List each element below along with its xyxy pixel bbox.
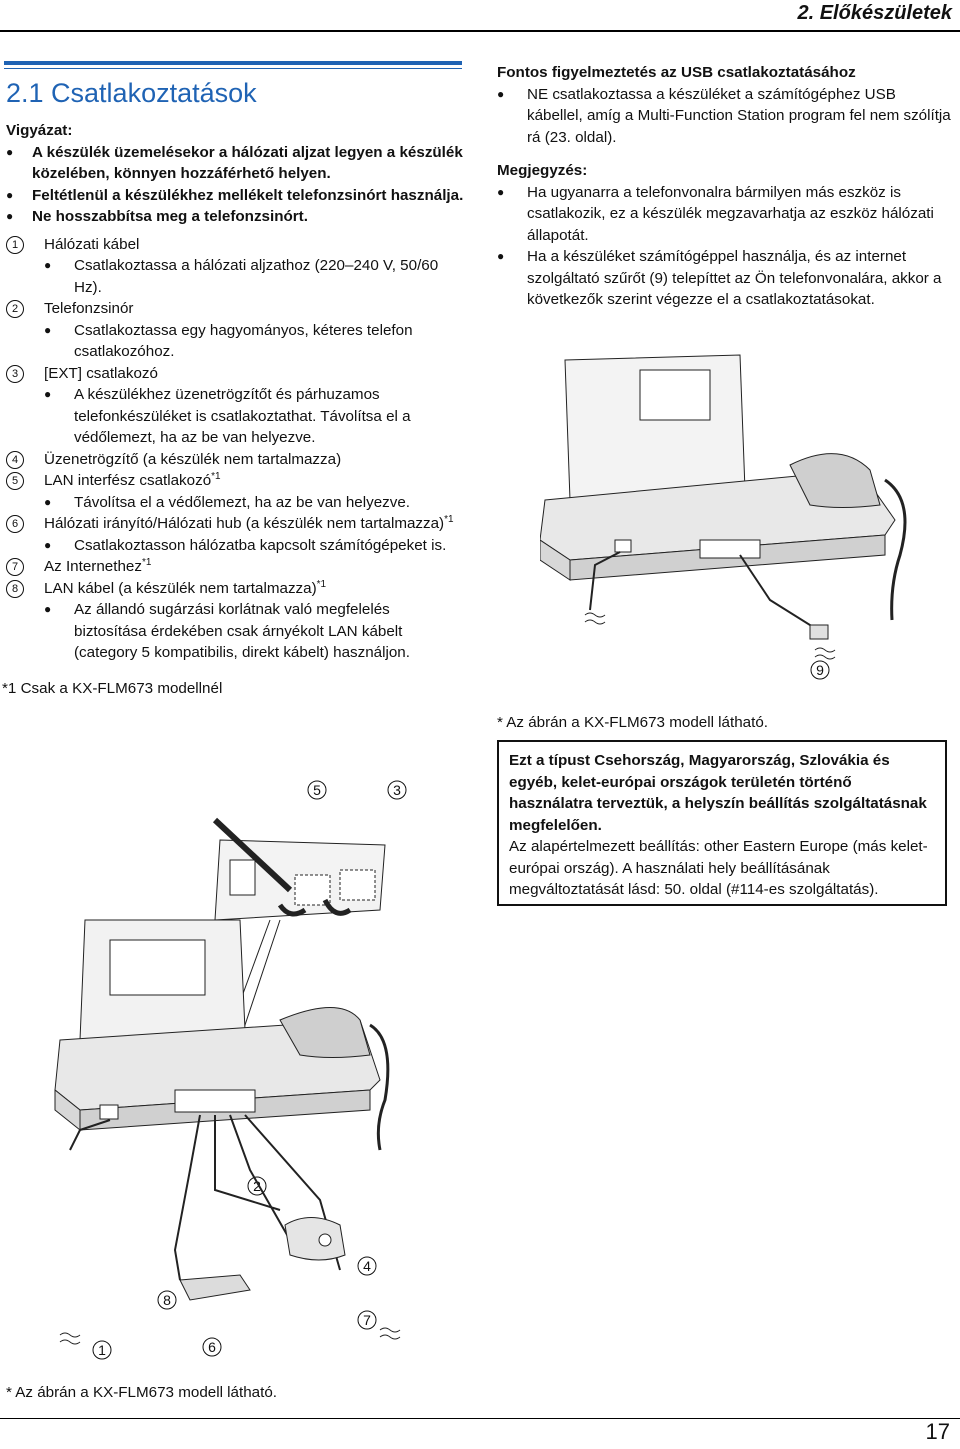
- section-title: 2. Előkészületek: [797, 2, 952, 24]
- callout-6: 6: [208, 1339, 216, 1355]
- region-notice-box: Ezt a típust Csehország, Magyarország, S…: [497, 740, 947, 906]
- right-text: Fontos figyelmeztetés az USB csatlakozta…: [497, 62, 952, 311]
- item-1-sub: Csatlakoztassa a hálózati aljzathoz (220…: [44, 255, 466, 298]
- callout-7: 7: [363, 1312, 371, 1328]
- caution-item: Ne hosszabbítsa meg a telefonzsinórt.: [6, 206, 466, 228]
- title-rule: [4, 61, 462, 65]
- note-label: Megjegyzés:: [497, 162, 588, 179]
- item-6-sub: Csatlakoztasson hálózatba kapcsolt számí…: [44, 535, 466, 557]
- fax-machine-right: [540, 354, 907, 621]
- footnote: *1 Csak a KX-FLM673 modellnél: [2, 679, 223, 697]
- title-rule-thin: [4, 68, 462, 69]
- notice-text: Az alapértelmezett beállítás: other East…: [509, 838, 928, 898]
- answering-machine: [284, 1217, 346, 1261]
- callout-8: 8: [163, 1292, 171, 1308]
- callout-2: 2: [253, 1178, 261, 1194]
- callout-9: 9: [816, 662, 824, 678]
- callout-1: 1: [98, 1342, 106, 1358]
- callout-3: 3: [393, 782, 401, 798]
- footer-rule: [0, 1418, 960, 1419]
- item-2-sub: Csatlakoztassa egy hagyományos, kéteres …: [44, 320, 466, 363]
- caution-item: Feltétlenül a készülékhez mellékelt tele…: [6, 185, 466, 207]
- header-rule: [0, 30, 960, 32]
- caution-item: A készülék üzemelésekor a hálózati aljza…: [6, 142, 466, 185]
- left-text: Vigyázat: A készülék üzemelésekor a háló…: [2, 120, 466, 699]
- zoom-inset: [212, 817, 386, 1071]
- router: [179, 1274, 251, 1301]
- notice-bold: Ezt a típust Csehország, Magyarország, S…: [509, 752, 927, 834]
- adsl-filter: [809, 624, 829, 640]
- connection-diagram-left: 5 3 2 4 8 7 6 1: [40, 770, 460, 1370]
- note-item: Ha ugyanarra a telefonvonalra bármilyen …: [497, 182, 952, 247]
- right-caption: * Az ábrán a KX-FLM673 modell látható.: [497, 714, 768, 731]
- left-caption: * Az ábrán a KX-FLM673 modell látható.: [6, 1384, 277, 1401]
- fax-machine: [54, 919, 390, 1151]
- item-3-sub: A készülékhez üzenetrögzítőt és párhuzam…: [44, 384, 466, 449]
- item-3: 3[EXT] csatlakozó: [6, 363, 466, 385]
- callout-4: 4: [363, 1258, 371, 1274]
- callout-5: 5: [313, 782, 321, 798]
- usb-title: Fontos figyelmeztetés az USB csatlakozta…: [497, 64, 856, 81]
- connection-diagram-right: 9: [540, 340, 940, 700]
- page-title: 2.1 Csatlakoztatások: [6, 78, 257, 108]
- usb-item: NE csatlakoztassa a készüléket a számító…: [497, 84, 952, 149]
- item-5-sub: Távolítsa el a védőlemezt, ha az be van …: [44, 492, 466, 514]
- caution-label: Vigyázat:: [6, 122, 73, 139]
- page-number: 17: [925, 1419, 950, 1444]
- note-item: Ha a készüléket számítógéppel használja,…: [497, 246, 952, 311]
- item-8-sub: Az állandó sugárzási korlátnak való megf…: [44, 599, 466, 664]
